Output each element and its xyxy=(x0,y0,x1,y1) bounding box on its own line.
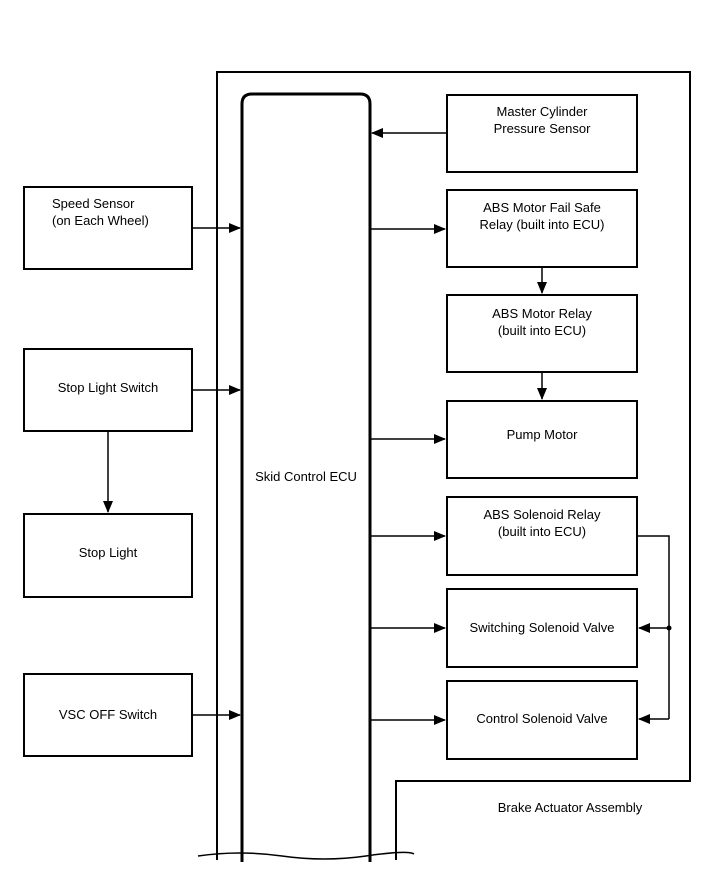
stop-light-label: Stop Light xyxy=(78,545,138,560)
pump-motor-box xyxy=(446,400,638,479)
master-cylinder-pressure-sensor-label: Master Cylinder Pressure Sensor xyxy=(493,104,591,136)
speed-sensor-label: Speed Sensor (on Each Wheel) xyxy=(52,196,149,228)
switching-solenoid-valve-label: Switching Solenoid Valve xyxy=(469,620,615,635)
vsc-off-switch-label: VSC OFF Switch xyxy=(58,707,158,722)
switching-solenoid-valve-box xyxy=(446,588,638,668)
skid-control-ecu-label: Skid Control ECU xyxy=(255,469,357,484)
brake-actuator-assembly-outline xyxy=(216,71,691,860)
abs-motor-relay-label: ABS Motor Relay (built into ECU) xyxy=(492,306,592,338)
abs-solenoid-relay-label: ABS Solenoid Relay (built into ECU) xyxy=(483,507,601,539)
brake-actuator-assembly-label: Brake Actuator Assembly xyxy=(497,800,643,815)
junction-dot xyxy=(666,625,672,631)
control-solenoid-valve-box xyxy=(446,680,638,760)
control-solenoid-valve-label: Control Solenoid Valve xyxy=(476,711,608,726)
break-line xyxy=(197,851,415,860)
stop-light-switch-label: Stop Light Switch xyxy=(57,380,159,395)
pump-motor-label: Pump Motor xyxy=(506,427,578,442)
stop-light-box xyxy=(23,513,193,598)
skid-control-ecu-box xyxy=(240,92,372,862)
abs-motor-fail-safe-relay-label: ABS Motor Fail Safe Relay (built into EC… xyxy=(479,200,605,232)
solenoid-relay-feed-line xyxy=(637,535,670,719)
